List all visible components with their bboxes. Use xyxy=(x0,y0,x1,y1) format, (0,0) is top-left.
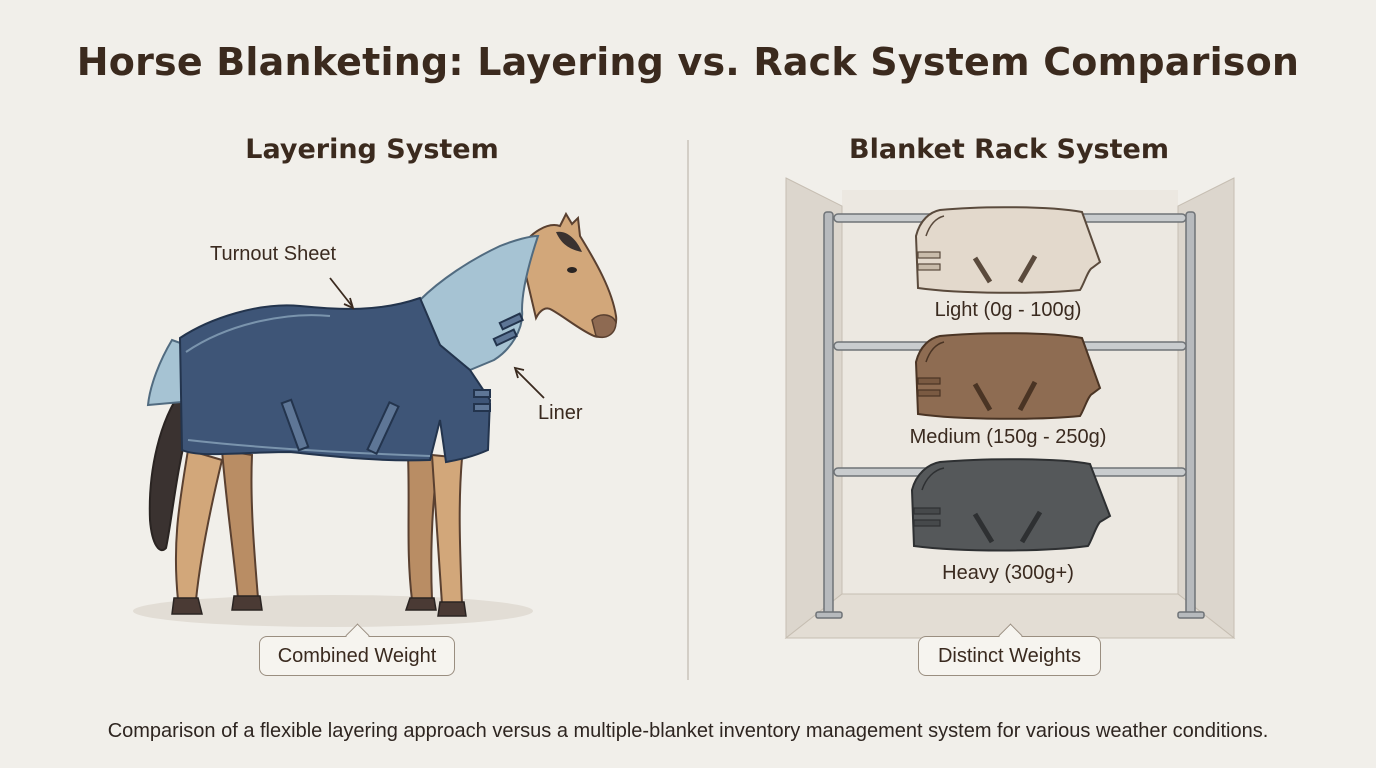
turnout-sheet-arrow xyxy=(329,277,353,307)
turnout-sheet xyxy=(178,296,492,464)
horse-hooves xyxy=(171,595,467,617)
horse-back-legs xyxy=(174,448,260,601)
figure-caption: Comparison of a flexible layering approa… xyxy=(107,720,1269,742)
blanket-medium-label: Medium (150g - 250g) xyxy=(909,426,1107,448)
combined-weight-badge: Combined Weight xyxy=(259,623,455,676)
right-panel-heading: Blanket Rack System xyxy=(849,134,1169,165)
liner-callout: Liner xyxy=(538,402,583,424)
blanket-medium xyxy=(914,332,1102,420)
horse-illustration xyxy=(133,211,618,627)
rack-posts xyxy=(815,211,1205,619)
distinct-weights-badge: Distinct Weights xyxy=(918,623,1101,676)
horse-muzzle xyxy=(591,314,617,338)
combined-weight-label: Combined Weight xyxy=(277,644,437,667)
horse-tail xyxy=(148,387,192,552)
turnout-sheet-callout: Turnout Sheet xyxy=(210,243,337,265)
distinct-weights-label: Distinct Weights xyxy=(937,644,1081,667)
turnout-straps xyxy=(280,312,524,456)
left-panel-heading: Layering System xyxy=(245,134,499,165)
blanket-heavy xyxy=(910,458,1112,552)
horse-eye xyxy=(567,267,577,273)
horse-front-legs xyxy=(406,453,464,605)
horse-mane xyxy=(556,231,582,252)
rack-illustration xyxy=(784,177,1236,640)
blanket-heavy-label: Heavy (300g+) xyxy=(942,562,1074,584)
liner-back-edge xyxy=(146,338,188,407)
blanket-light-label: Light (0g - 100g) xyxy=(934,299,1082,321)
page-title: Horse Blanketing: Layering vs. Rack Syst… xyxy=(76,40,1300,84)
liner-arrow xyxy=(515,369,545,399)
blanket-light xyxy=(914,206,1102,294)
